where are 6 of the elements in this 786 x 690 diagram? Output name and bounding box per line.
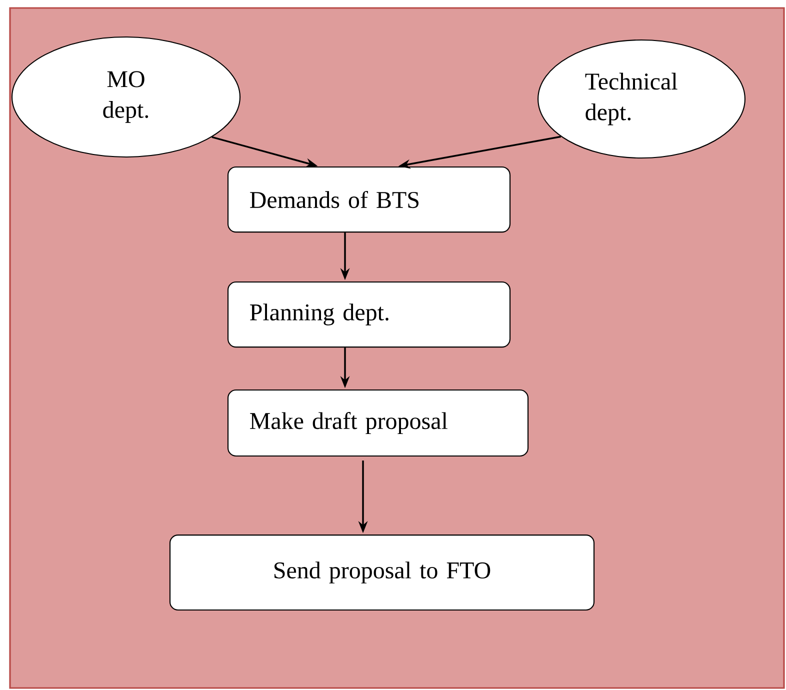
process-box: Make draft proposal xyxy=(227,389,529,457)
process-box: Planning dept. xyxy=(227,281,511,348)
ellipse-node: Technical dept. xyxy=(538,39,746,159)
process-box: Send proposal to FTO xyxy=(169,534,595,610)
ellipse-node: MO dept. xyxy=(11,36,241,158)
process-box: Demands of BTS xyxy=(227,166,511,233)
